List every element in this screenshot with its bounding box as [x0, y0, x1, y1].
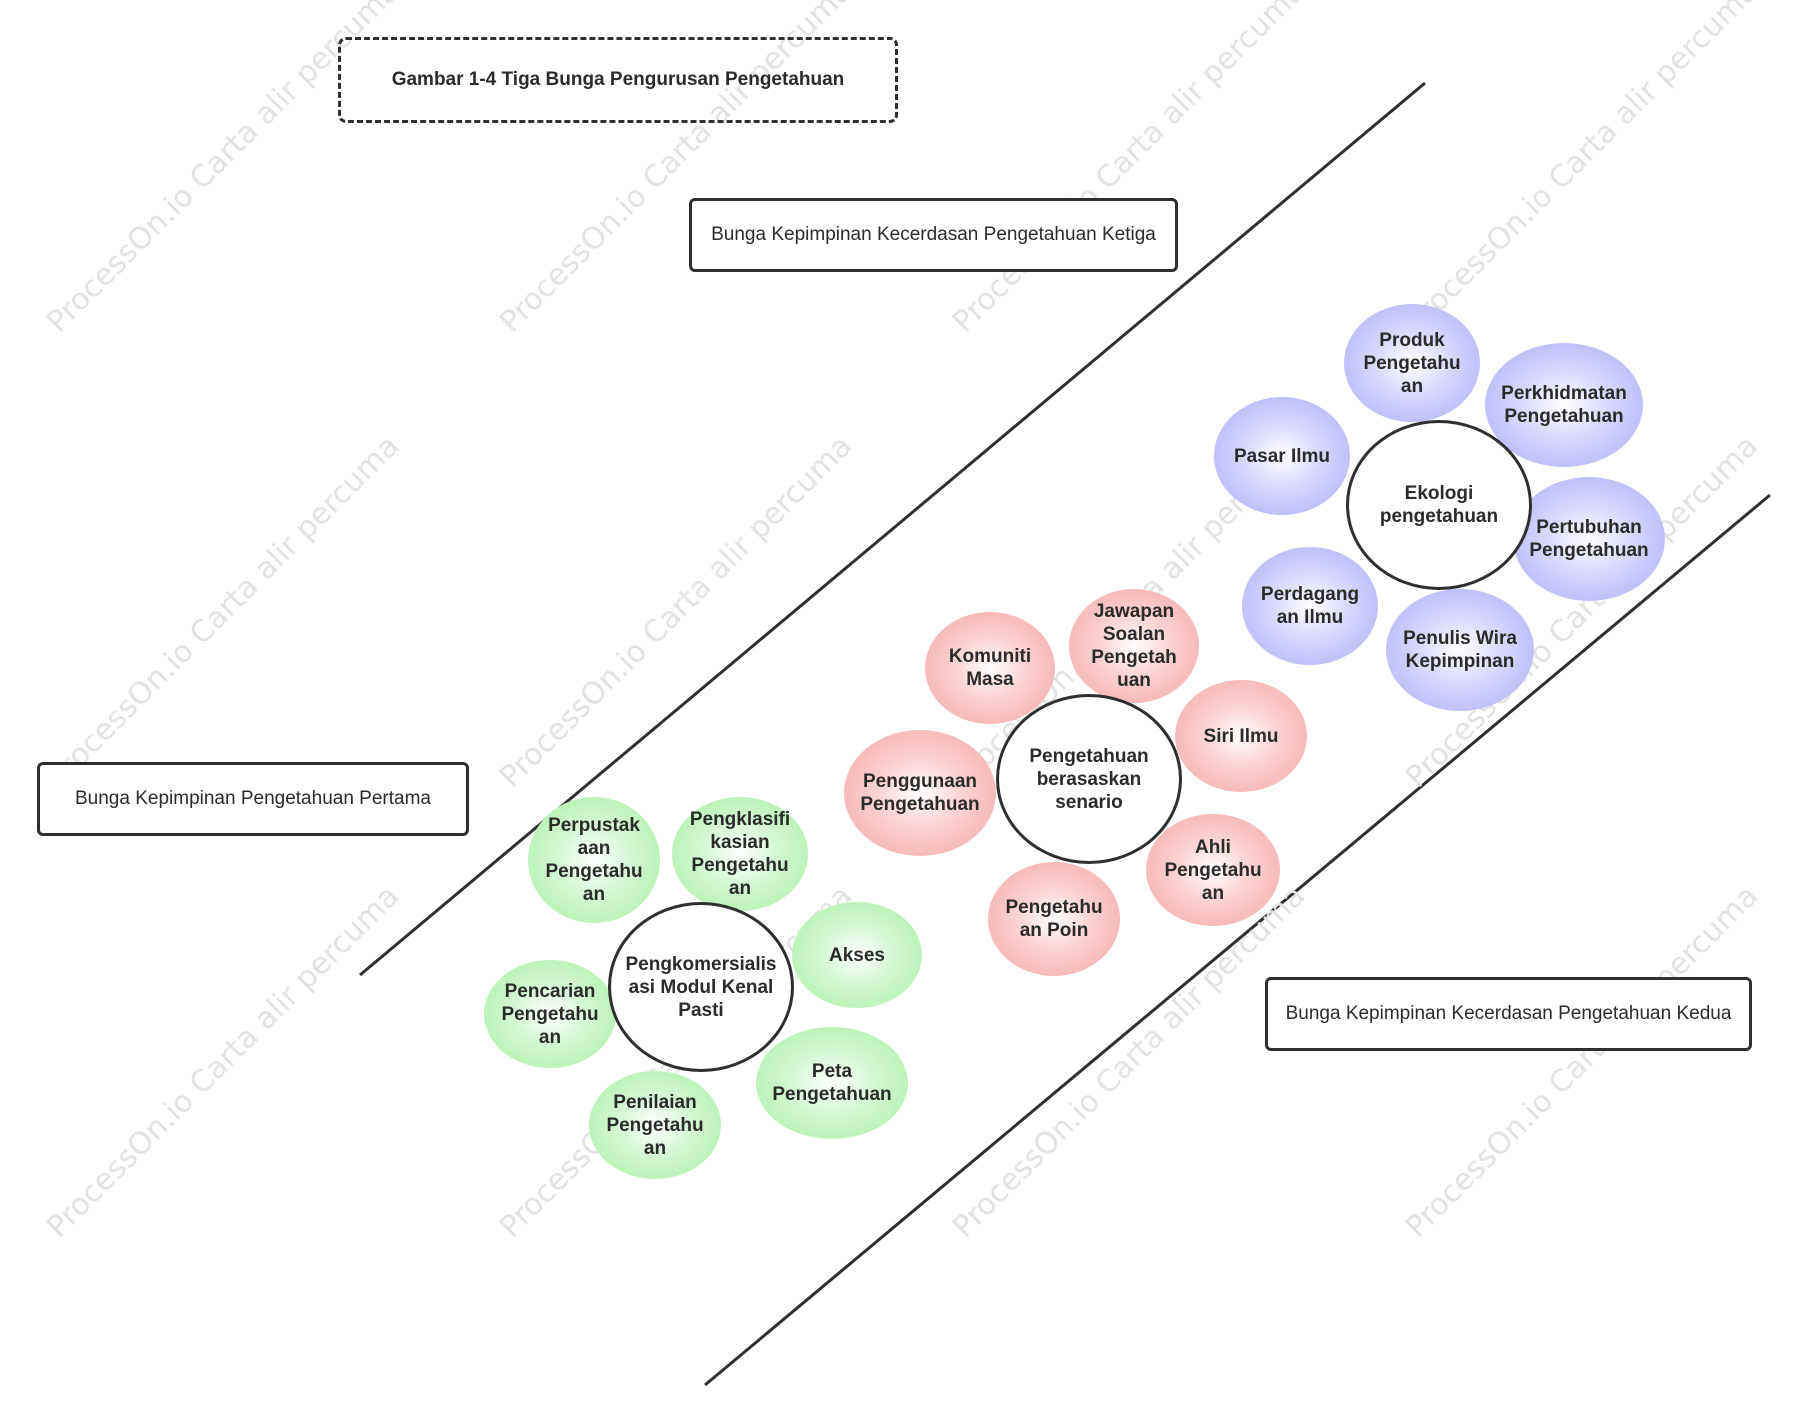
green-flower-center: Pengkomersialis asi Modul Kenal Pasti — [608, 902, 794, 1072]
blue-flower-center: Ekologi pengetahuan — [1346, 420, 1532, 590]
green-petal-penilaian: Penilaian Pengetahu an — [589, 1071, 721, 1179]
green-petal-perpustakaan: Perpustak aan Pengetahu an — [528, 797, 660, 923]
green-petal-peta: Peta Pengetahuan — [756, 1027, 908, 1139]
red-petal-komuniti: Komuniti Masa — [925, 612, 1055, 724]
blue-petal-perdagangan: Perdagang an Ilmu — [1242, 547, 1378, 665]
red-flower-center: Pengetahuan berasaskan senario — [996, 694, 1182, 864]
red-petal-jawapan: Jawapan Soalan Pengetah uan — [1069, 589, 1199, 703]
green-petal-pengklasifikasian: Pengklasifi kasian Pengetahu an — [672, 797, 808, 911]
label-third-flower: Bunga Kepimpinan Kecerdasan Pengetahuan … — [689, 198, 1178, 272]
green-petal-akses: Akses — [792, 902, 922, 1008]
figure-title: Gambar 1-4 Tiga Bunga Pengurusan Pengeta… — [338, 37, 898, 123]
lower-band-line — [704, 493, 1771, 1387]
blue-petal-pertubuhan: Pertubuhan Pengetahuan — [1513, 477, 1665, 601]
label-second-flower: Bunga Kepimpinan Kecerdasan Pengetahuan … — [1265, 977, 1752, 1051]
blue-petal-perkhidmatan: Perkhidmatan Pengetahuan — [1485, 343, 1643, 467]
blue-petal-pasar: Pasar Ilmu — [1214, 397, 1350, 515]
red-petal-siri-ilmu: Siri Ilmu — [1175, 680, 1307, 792]
blue-petal-penulis: Penulis Wira Kepimpinan — [1386, 589, 1534, 711]
green-petal-pencarian: Pencarian Pengetahu an — [484, 960, 616, 1068]
label-first-flower: Bunga Kepimpinan Pengetahuan Pertama — [37, 762, 469, 836]
blue-petal-produk: Produk Pengetahu an — [1344, 304, 1480, 422]
red-petal-ahli: Ahli Pengetahu an — [1146, 814, 1280, 926]
red-petal-penggunaan: Penggunaan Pengetahuan — [844, 730, 996, 856]
red-petal-poin: Pengetahu an Poin — [988, 862, 1120, 976]
